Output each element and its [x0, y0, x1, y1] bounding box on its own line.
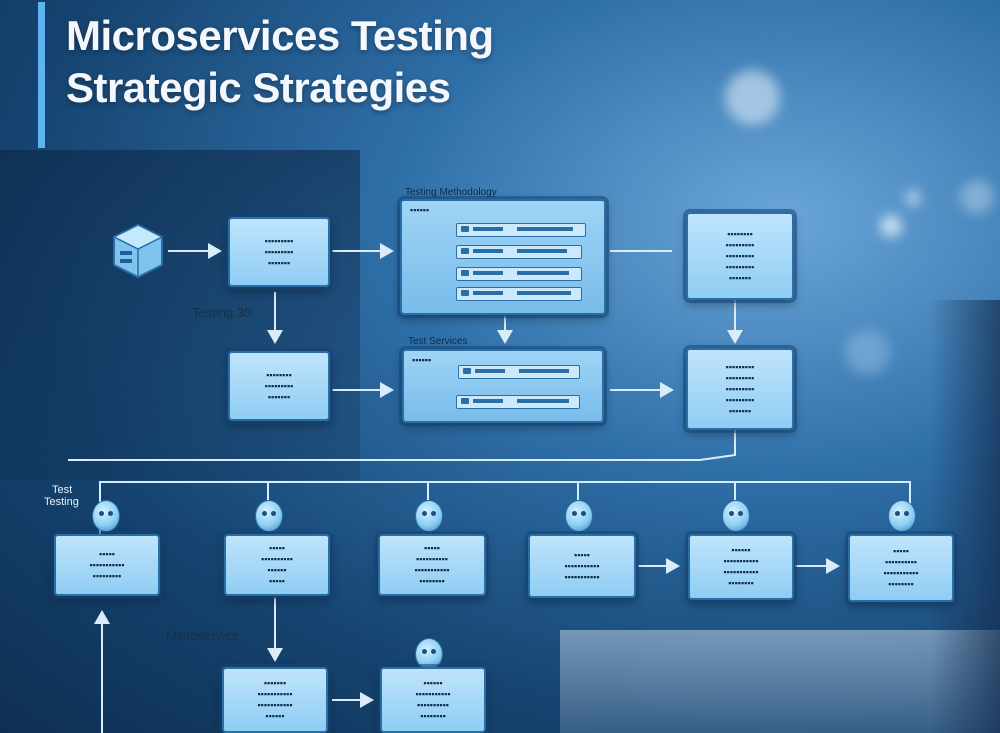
test-services-label: Test Services — [408, 336, 468, 347]
bokeh-light — [725, 70, 780, 125]
flow-node: ▪▪▪▪▪▪▪▪▪▪▪▪▪▪▪▪▪▪▪▪▪▪▪▪▪▪▪ — [528, 534, 636, 598]
flow-node: ▪▪▪▪▪▪▪▪▪▪▪▪▪▪▪▪▪▪▪▪▪▪▪▪▪▪▪▪▪▪▪▪▪▪ — [378, 534, 486, 596]
checklist-row — [456, 287, 582, 301]
robot-head-icon — [92, 500, 120, 532]
robot-head-icon — [565, 500, 593, 532]
panel-caption: ▪▪▪▪▪▪ — [410, 205, 430, 215]
bokeh-light — [880, 215, 902, 237]
title-line-1: Microservices Testing — [66, 12, 494, 59]
testing-30-label: Testing 30 — [192, 305, 252, 320]
bokeh-light — [960, 180, 994, 214]
bokeh-light — [905, 190, 921, 206]
checklist-row — [456, 267, 582, 281]
flow-node: ▪▪▪▪▪▪▪▪▪▪▪▪▪▪▪▪▪▪▪▪▪▪▪▪▪▪▪▪▪▪▪▪▪▪▪▪▪▪▪▪… — [686, 212, 794, 300]
flow-node: ▪▪▪▪▪▪▪▪▪▪▪▪▪▪▪▪▪▪▪▪▪▪▪▪▪ — [228, 217, 330, 287]
robot-head-icon — [255, 500, 283, 532]
flow-node: ▪▪▪▪▪▪▪▪▪▪▪▪▪▪▪▪▪▪▪▪▪▪▪▪▪▪▪▪▪▪▪▪▪▪▪▪ — [688, 534, 794, 600]
robot-head-icon — [415, 638, 443, 670]
flow-node: ▪▪▪▪▪▪▪▪▪▪▪▪▪▪▪▪▪▪▪▪▪▪▪▪ — [228, 351, 330, 421]
robot-head-icon — [888, 500, 916, 532]
checklist-row — [458, 365, 580, 379]
robot-head-icon — [722, 500, 750, 532]
background-laptop — [560, 630, 1000, 733]
background-monitor — [0, 150, 360, 480]
flow-node: ▪▪▪▪▪▪▪▪▪▪▪▪▪▪▪▪▪▪▪▪▪▪▪▪▪▪▪▪▪▪▪▪▪▪▪ — [380, 667, 486, 733]
checklist-row — [456, 245, 582, 259]
panel-caption: ▪▪▪▪▪▪ — [412, 355, 432, 365]
cube-icon — [112, 223, 164, 279]
testing-methodology-panel: ▪▪▪▪▪▪ — [400, 199, 606, 315]
flow-node: ▪▪▪▪▪▪▪▪▪▪▪▪▪▪▪▪▪▪▪▪▪▪▪▪▪ — [54, 534, 160, 596]
test-services-panel: ▪▪▪▪▪▪ — [402, 349, 604, 423]
checklist-row — [456, 223, 586, 237]
flow-node: ▪▪▪▪▪▪▪▪▪▪▪▪▪▪▪▪▪▪▪▪▪▪▪▪▪▪▪▪▪▪▪▪▪▪▪▪▪▪▪▪… — [686, 348, 794, 430]
test-label-line-1: Test — [52, 484, 73, 496]
title-line-2: Strategic Strategies — [66, 64, 451, 111]
flow-node: ▪▪▪▪▪▪▪▪▪▪▪▪▪▪▪▪▪▪▪▪▪▪▪▪▪▪▪▪▪▪▪▪▪▪ — [848, 534, 954, 602]
title-accent-bar — [38, 2, 45, 148]
test-label-line-2: Testing — [44, 496, 79, 508]
flow-node: ▪▪▪▪▪▪▪▪▪▪▪▪▪▪▪▪▪▪▪▪▪▪▪▪▪▪ — [224, 534, 330, 596]
flow-node: ▪▪▪▪▪▪▪▪▪▪▪▪▪▪▪▪▪▪▪▪▪▪▪▪▪▪▪▪▪▪▪▪▪▪▪ — [222, 667, 328, 733]
checklist-row — [456, 395, 580, 409]
robot-head-icon — [415, 500, 443, 532]
testing-methodology-label: Testing Methodology — [405, 187, 497, 198]
page-title: Microservices Testing Strategic Strategi… — [66, 10, 494, 114]
bokeh-light — [845, 330, 890, 375]
background-screen-edge — [930, 300, 1000, 733]
microservice-label: Microservice — [166, 628, 239, 643]
test-testing-label: Test Testing — [44, 484, 79, 508]
